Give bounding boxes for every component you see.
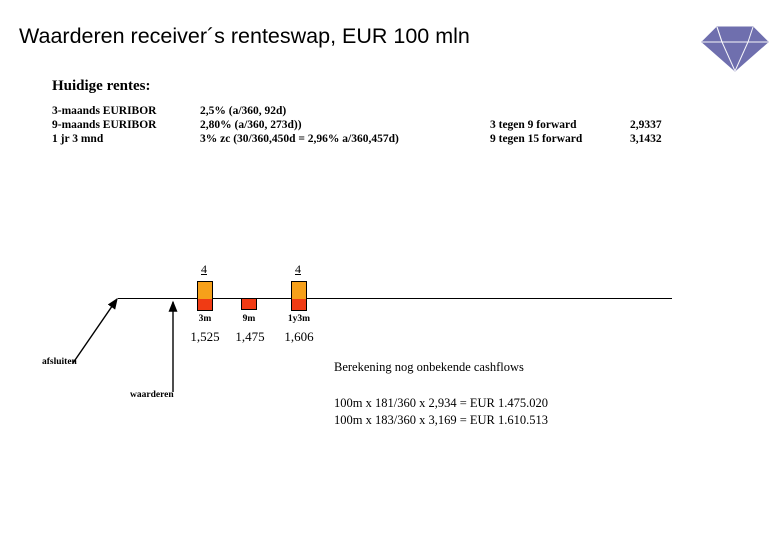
rate-value: 2,5% (a/360, 92d) [200,105,287,117]
rates-heading: Huidige rentes: [52,78,151,94]
diamond-logo [700,16,770,74]
cashflow-amount-above: 4 [295,262,301,276]
calculation-line: 100m x 183/360 x 3,169 = EUR 1.610.513 [334,413,548,427]
bar-segment-down [241,298,257,310]
annotation-waarderen: waarderen [130,390,174,400]
cashflow-value: 1,525 [190,329,220,344]
cashflow-tenor-label: 3m [198,314,212,324]
forward-label: 3 tegen 9 forward [490,119,577,131]
rate-term: 1 jr 3 mnd [52,133,104,145]
cashflow-amount-above: 4 [201,262,207,276]
table-row: 3-maands EURIBOR 2,5% (a/360, 92d) [52,105,690,119]
forward-value: 3,1432 [630,133,662,145]
cashflow-bar-1y3m [291,281,307,311]
annotation-afsluiten: afsluiten [42,357,77,367]
rate-value: 3% zc (30/360,450d = 2,96% a/360,457d) [200,133,399,145]
forward-value: 2,9337 [630,119,662,131]
cashflow-tenor-label: 9m [242,314,256,324]
calculation-line: 100m x 181/360 x 2,934 = EUR 1.475.020 [334,396,548,410]
cashflow-value: 1,475 [235,329,265,344]
forward-label [490,105,630,119]
bar-segment-up [291,281,307,299]
table-row: 1 jr 3 mnd 3% zc (30/360,450d = 2,96% a/… [52,133,690,147]
bar-segment-up [197,281,213,299]
timeline-axis [118,298,672,299]
rates-table: 3-maands EURIBOR 2,5% (a/360, 92d) 9-maa… [52,105,690,147]
forward-value [630,105,690,119]
cashflow-bar-3m [197,281,213,311]
cashflow-value: 1,606 [284,329,314,344]
bar-segment-down [197,299,213,311]
bar-segment-down [291,299,307,311]
page-title: Waarderen receiver´s renteswap, EUR 100 … [19,24,470,48]
rate-term: 9-maands EURIBOR [52,119,157,131]
rate-value: 2,80% (a/360, 273d)) [200,119,302,131]
calculation-heading: Berekening nog onbekende cashflows [334,360,524,374]
cashflow-tenor-label: 1y3m [287,314,311,324]
rate-term: 3-maands EURIBOR [52,105,157,117]
table-row: 9-maands EURIBOR 2,80% (a/360, 273d)) 3 … [52,119,690,133]
cashflow-bar-9m [241,298,257,310]
forward-label: 9 tegen 15 forward [490,133,583,145]
